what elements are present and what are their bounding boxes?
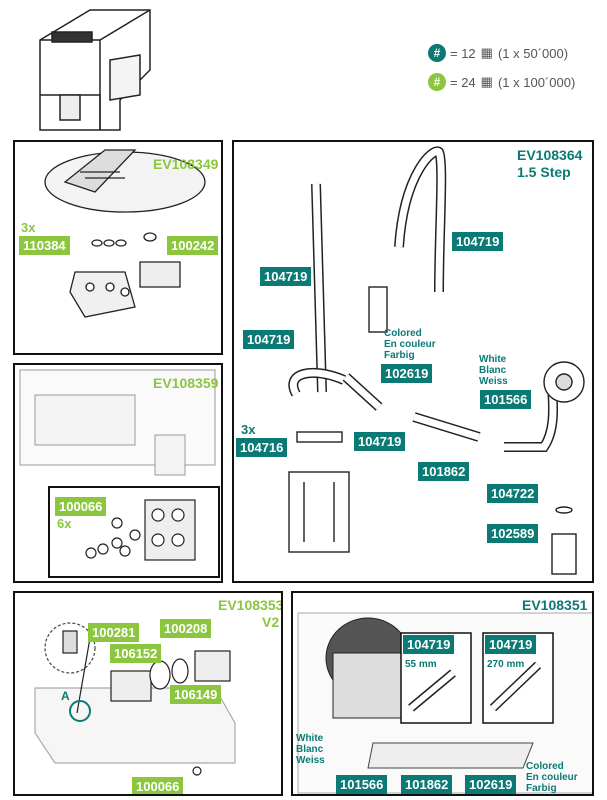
- colored-note: Colored En couleur Farbig: [384, 328, 436, 361]
- brewer-parts-drawing: [297, 612, 592, 794]
- legend-row-12: # = 12 ▦ (1 x 50´000): [428, 44, 568, 62]
- part-label: 104716: [236, 438, 288, 457]
- part-label: 102619: [465, 775, 517, 794]
- calendar-icon: ▦: [480, 45, 493, 60]
- length-label: 270 mm: [487, 659, 525, 670]
- part-label: 104719: [243, 330, 295, 349]
- white-note: White Blanc Weiss: [479, 354, 508, 387]
- note-line: En couleur: [526, 772, 578, 783]
- part-label: 100242: [167, 236, 219, 255]
- colored-note: Colored En couleur Farbig: [526, 761, 578, 794]
- part-label: 104719: [260, 267, 312, 286]
- legend-detail: (1 x 100´000): [497, 74, 576, 90]
- note-line: Farbig: [384, 350, 415, 361]
- note-line: White: [479, 354, 507, 365]
- part-label: 104719: [485, 635, 537, 654]
- hose-assembly-drawing: [288, 146, 585, 575]
- panel-ev108349: EV108349 3x 110384 100242: [13, 140, 223, 355]
- note-line: Colored: [526, 761, 564, 772]
- part-label: 101862: [401, 775, 453, 794]
- legend-detail: (1 x 50´000): [497, 45, 569, 61]
- part-label: 100066: [132, 777, 184, 794]
- note-line: En couleur: [384, 339, 436, 350]
- note-line: Blanc: [479, 365, 507, 376]
- panel-title: EV108351: [522, 597, 588, 613]
- valve-parts-drawing: [19, 369, 220, 578]
- part-label: 100066: [55, 497, 107, 516]
- panel-title: EV108364: [517, 147, 583, 163]
- legend-qty: = 24: [450, 74, 476, 90]
- part-label: 104719: [354, 432, 406, 451]
- pump-parts-drawing: [34, 622, 236, 776]
- hash-badge-icon: #: [428, 44, 446, 62]
- grinder-parts-drawing: [44, 149, 206, 318]
- panel-title: EV108359: [153, 375, 219, 391]
- note-line: White: [296, 733, 324, 744]
- panel-ev108351: EV108351 104719 55 mm 104719 270 mm Whit…: [291, 591, 594, 796]
- part-label: 101566: [336, 775, 388, 794]
- part-label: 102619: [381, 364, 433, 383]
- part-label: 101566: [480, 390, 532, 409]
- note-line: Weiss: [296, 755, 325, 766]
- part-label: 100208: [160, 619, 212, 638]
- panel-subtitle: 1.5 Step: [517, 164, 571, 180]
- part-label: 104719: [403, 635, 455, 654]
- quantity-label: 6x: [57, 516, 72, 531]
- legend-qty: = 12: [450, 45, 476, 61]
- part-label: 100281: [88, 623, 140, 642]
- part-label: 104719: [452, 232, 504, 251]
- hash-badge-icon: #: [428, 73, 446, 91]
- panel-ev108353: EV108353 V2 100281 100208 106152 106149 …: [13, 591, 283, 796]
- white-note: White Blanc Weiss: [296, 733, 325, 766]
- part-label: 110384: [19, 236, 70, 255]
- note-line: Weiss: [479, 376, 508, 387]
- panel-title: EV108349: [153, 156, 219, 172]
- note-line: Blanc: [296, 744, 324, 755]
- note-line: Farbig: [526, 783, 557, 794]
- panel-title: EV108353: [218, 597, 283, 613]
- part-label: 104722: [487, 484, 539, 503]
- legend-row-24: # = 24 ▦ (1 x 100´000): [428, 73, 575, 91]
- part-label: 101862: [418, 462, 470, 481]
- panel-ev108359: EV108359 100066 6x: [13, 363, 223, 583]
- part-label: 106152: [110, 644, 162, 663]
- panel-subtitle: V2: [262, 614, 280, 630]
- length-label: 55 mm: [405, 659, 437, 670]
- note-line: Colored: [384, 328, 422, 339]
- panel-ev108364: EV108364 1.5 Step 104719 104719 104719 1…: [232, 140, 594, 583]
- calendar-icon: ▦: [480, 74, 493, 89]
- quantity-label: 3x: [241, 422, 256, 437]
- detail-marker: A: [61, 689, 70, 703]
- quantity-label: 3x: [21, 220, 36, 235]
- part-label: 106149: [170, 685, 222, 704]
- part-label: 102589: [487, 524, 539, 543]
